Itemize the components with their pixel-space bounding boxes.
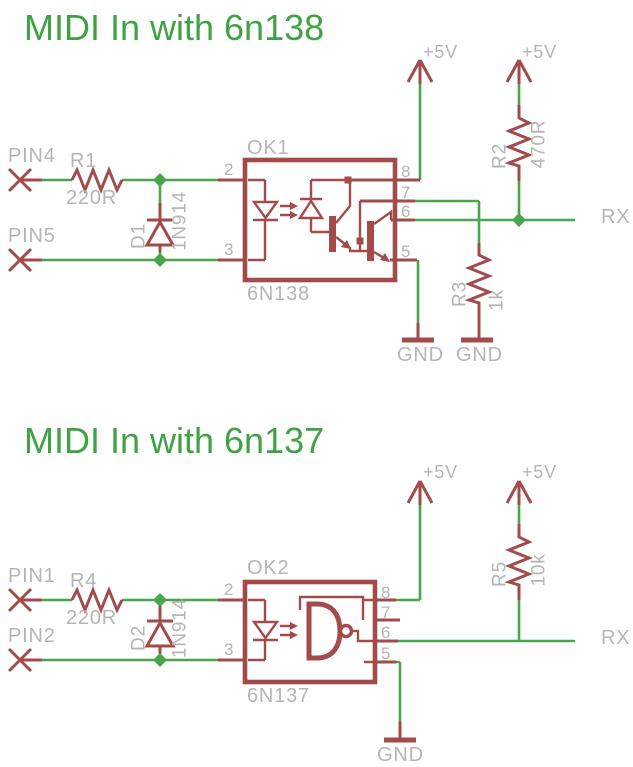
ok1-pin3-number: 3 [224, 240, 235, 259]
ok2-pin3-number: 3 [224, 640, 235, 659]
resistor-r5 [504, 524, 534, 600]
ok1-darlington-transistors-icon [329, 176, 393, 263]
supply-5v-label-4: +5V [522, 462, 557, 482]
d1-ref-label: D1 [128, 223, 150, 249]
ok2-pin8-number: 8 [381, 583, 392, 602]
pin5-label: PIN5 [8, 225, 56, 247]
r1-value-label: 220R [66, 187, 118, 209]
ok2-pin6-number: 6 [381, 623, 392, 642]
r1-ref-label: R1 [70, 150, 98, 172]
ok1-photodiode-icon [297, 178, 348, 234]
junction-dot [153, 653, 167, 667]
circuit1-wires [42, 83, 575, 323]
circuit1-graphics [7, 59, 575, 343]
ok2-part-label: 6N137 [247, 685, 310, 707]
ground-symbols-circuit1 [402, 323, 493, 343]
diode-d2 [144, 606, 176, 653]
circuit2-graphics [7, 480, 575, 743]
ok1-led-icon [248, 178, 298, 262]
ok1-part-label: 6N138 [247, 283, 310, 305]
ok2-nand-gate-icon [298, 595, 375, 664]
optocoupler-ok1 [218, 157, 420, 283]
ok1-ref-label: OK1 [247, 137, 290, 159]
supply-5v-label-1: +5V [423, 42, 458, 62]
junction-dot [512, 213, 526, 227]
ok1-pin5-number: 5 [401, 242, 412, 261]
resistor-r4 [70, 585, 124, 615]
ok2-pin2-number: 2 [224, 580, 235, 599]
junction-dot [153, 173, 167, 187]
supply-arrow-icons-circuit1 [406, 59, 533, 84]
circuit2-input-terminal-icons [7, 587, 42, 673]
r3-ref-label: R3 [449, 281, 471, 307]
ground-symbol-circuit2 [384, 722, 416, 743]
r2-ref-label: R2 [489, 143, 511, 169]
r2-value-label: 470R [528, 119, 550, 169]
r4-value-label: 220R [66, 607, 118, 629]
supply-5v-label-3: +5V [423, 462, 458, 482]
ok2-led-icon [248, 598, 298, 662]
d1-value-label: 1N914 [169, 191, 191, 251]
ok2-ref-label: OK2 [247, 557, 290, 579]
supply-5v-label-2: +5V [522, 42, 557, 62]
resistor-r2 [504, 105, 534, 181]
ok2-pin7-number: 7 [381, 603, 392, 622]
r4-ref-label: R4 [70, 570, 98, 592]
ok1-pin7-number: 7 [401, 183, 412, 202]
ok1-pin8-number: 8 [401, 162, 412, 181]
circuit2-wires [42, 503, 575, 722]
optocoupler-ok2 [218, 579, 400, 685]
supply-arrow-icons-circuit2 [406, 480, 533, 505]
circuit1-title: MIDI In with 6n138 [24, 7, 325, 48]
diode-d1 [144, 203, 176, 252]
junction-dot [153, 593, 167, 607]
d2-ref-label: D2 [128, 625, 150, 651]
gnd-label-1: GND [397, 344, 444, 366]
circuit1-input-terminal-icons [7, 167, 42, 273]
gnd-label-3: GND [377, 744, 424, 766]
pin4-label: PIN4 [8, 145, 56, 167]
ok1-pin2-number: 2 [224, 160, 235, 179]
rx-net-label-1: RX [601, 206, 631, 228]
r5-value-label: 10k [528, 553, 550, 587]
ok2-pin5-number: 5 [381, 644, 392, 663]
ok1-pin6-number: 6 [401, 202, 412, 221]
resistor-r1 [70, 165, 124, 195]
pin2-label: PIN2 [8, 625, 56, 647]
gnd-label-2: GND [456, 344, 503, 366]
rx-net-label-2: RX [601, 627, 631, 649]
d2-value-label: 1N914 [169, 598, 191, 658]
r5-ref-label: R5 [489, 561, 511, 587]
pin1-label: PIN1 [8, 565, 56, 587]
circuit2-title: MIDI In with 6n137 [24, 420, 325, 461]
junction-dot [153, 253, 167, 267]
resistor-r3 [464, 243, 494, 338]
r3-value-label: 1k [486, 289, 508, 311]
